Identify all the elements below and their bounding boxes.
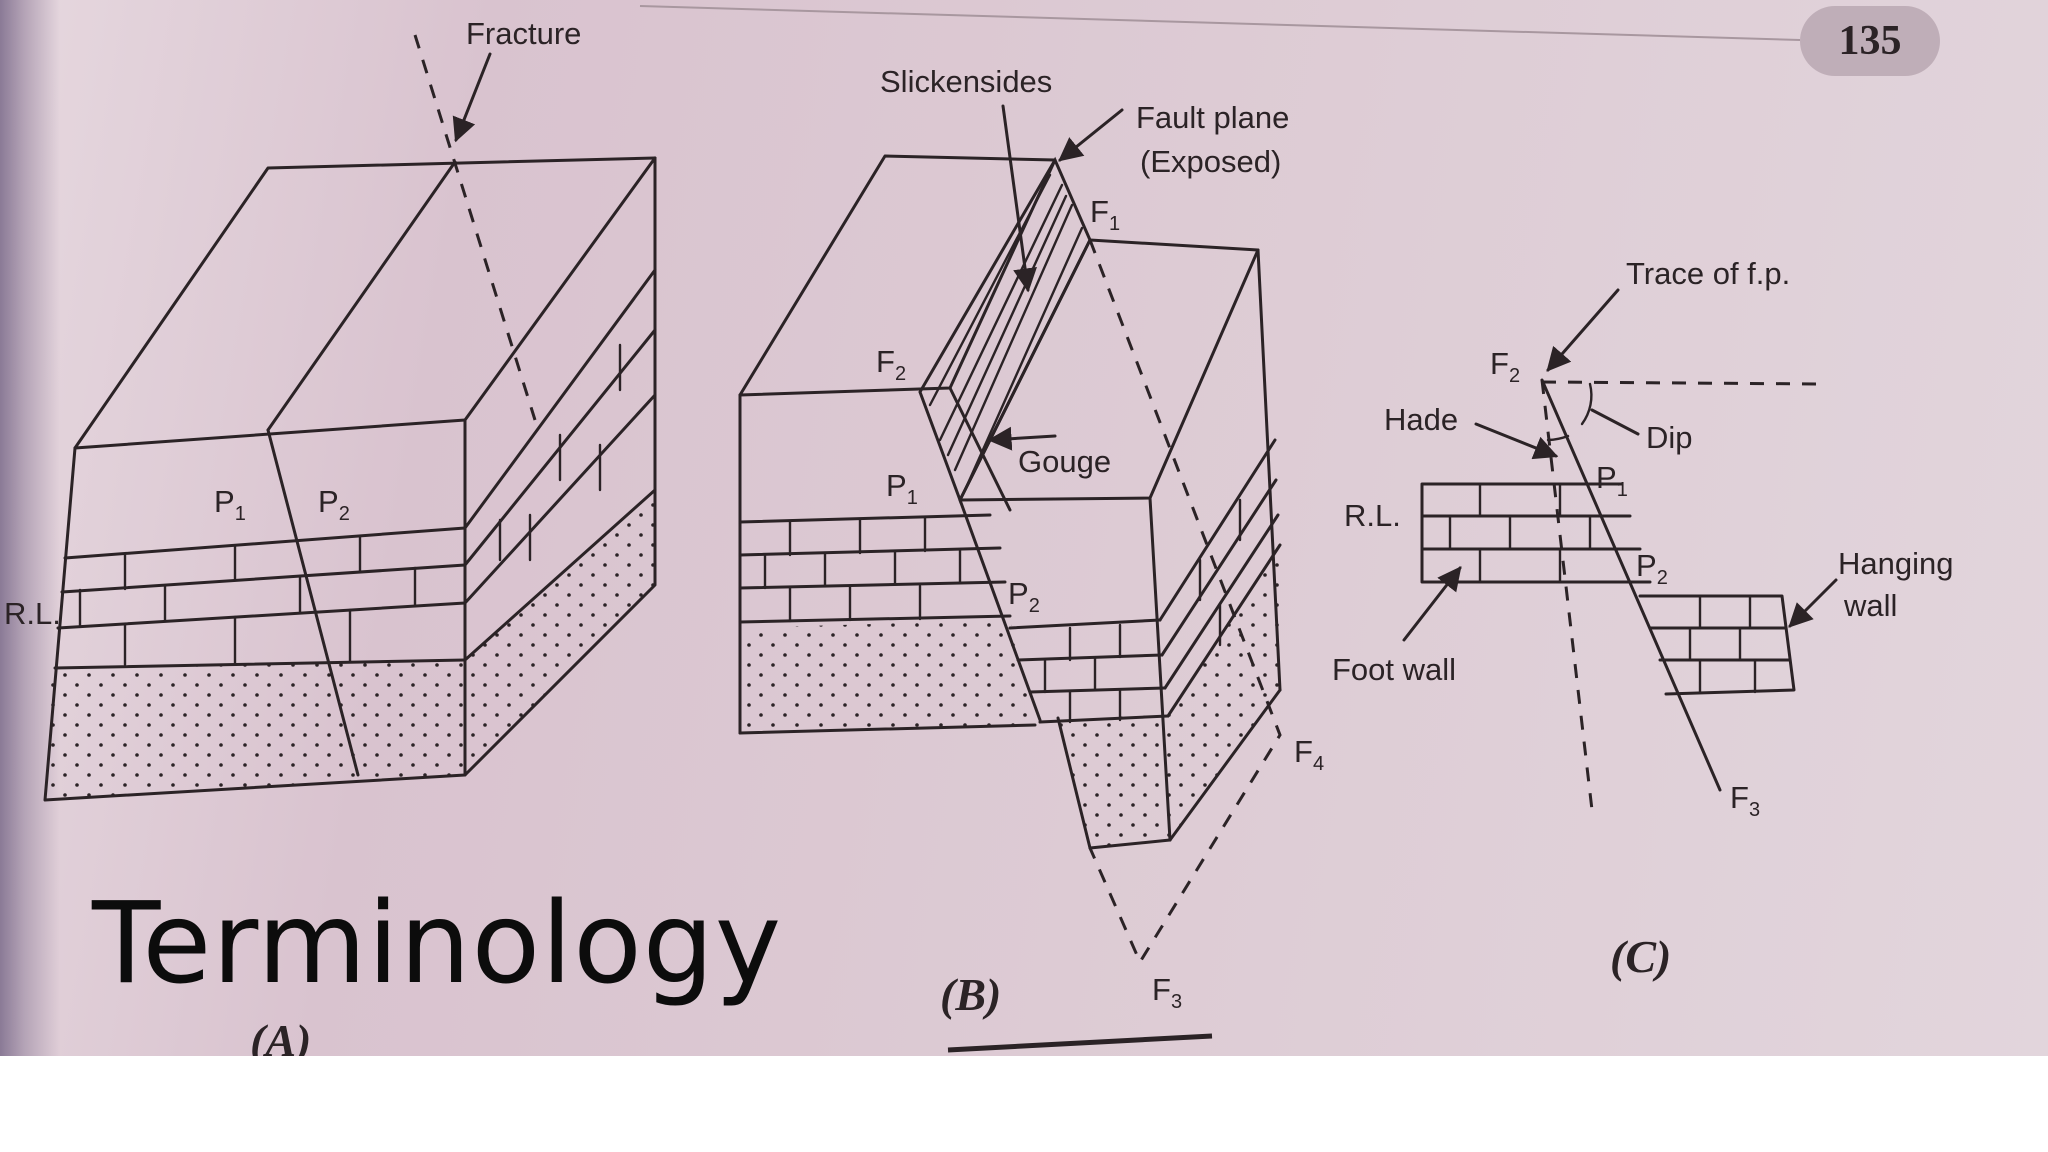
figure-a-p2: P2 [318, 484, 350, 525]
figure-c-p1: P1 [1596, 460, 1628, 501]
figure-b-f2: F2 [876, 344, 906, 385]
gouge-arrow [987, 426, 1057, 451]
trace-arrow [1546, 288, 1620, 372]
figure-b-underline [947, 1033, 1213, 1053]
horizontal-reference [1541, 380, 1823, 386]
fault-diagrams: 135 [4, 5, 1953, 1056]
figure-c-caption: (C) [1610, 931, 1671, 982]
figure-a-p1: P1 [214, 484, 246, 525]
foot-wall-arrow [1402, 566, 1462, 642]
slickenside-striations [928, 173, 1084, 492]
figure-b-block [738, 154, 1282, 966]
hanging-wall-label-2: wall [1843, 588, 1897, 623]
foot-wall-label: Foot wall [1332, 652, 1456, 687]
figure-a-block [43, 34, 657, 802]
slickensides-label: Slickensides [880, 64, 1052, 99]
dip-arc [1580, 382, 1593, 426]
figure-b-left-sandstone [740, 620, 1035, 733]
figure-c-p2: P2 [1636, 548, 1668, 589]
figure-c-labels: Trace of f.p. F2 Hade Dip P1 R.L. P2 Han… [1332, 256, 1953, 982]
dip-leader [1590, 408, 1640, 436]
figure-b-f1: F1 [1090, 194, 1120, 235]
fault-plane-arrow [1058, 108, 1124, 162]
fault-plane-line [1540, 378, 1722, 792]
fracture-label: Fracture [466, 16, 581, 51]
dip-label: Dip [1646, 420, 1693, 455]
vertical-reference [1540, 379, 1594, 811]
figure-c-f3: F3 [1730, 780, 1760, 821]
page-rule [639, 5, 1801, 41]
figure-a-sandstone-front [45, 660, 465, 800]
gouge-label: Gouge [1018, 444, 1111, 479]
trace-label: Trace of f.p. [1626, 256, 1790, 291]
figure-b-right-sandstone [1058, 715, 1170, 848]
slide-title: Terminology [92, 879, 783, 1009]
figure-b-f4: F4 [1294, 734, 1324, 775]
fault-plane-label-1: Fault plane [1136, 100, 1289, 135]
figure-b-right-sandstone-side [1170, 545, 1280, 840]
figure-b-caption: (B) [940, 969, 1001, 1020]
hade-arc [1546, 434, 1570, 442]
figure-b-p2: P2 [1008, 576, 1040, 617]
figure-b-labels: Slickensides Fault plane (Exposed) F1 F2… [876, 64, 1324, 1053]
hanging-wall-label-1: Hanging [1838, 546, 1953, 581]
figure-b-p1: P1 [886, 468, 918, 509]
figure-a-rl-fragment: R.L. [4, 596, 61, 631]
fault-plane-label-2: (Exposed) [1140, 144, 1281, 179]
figure-b-f3: F3 [1152, 972, 1182, 1013]
fracture-arrow [452, 52, 492, 143]
hade-arrow [1474, 422, 1559, 460]
slickensides-arrow [1001, 104, 1037, 293]
figure-a-caption: (A) [250, 1015, 311, 1056]
figure-c-block [1420, 378, 1823, 811]
textbook-photo: 135 [0, 0, 2048, 1056]
page-number: 135 [1839, 18, 1902, 64]
figure-c-f2: F2 [1490, 346, 1520, 387]
rl-label: R.L. [1344, 498, 1401, 533]
page-number-badge: 135 [1800, 6, 1940, 76]
hanging-wall-arrow [1788, 578, 1838, 628]
hade-label: Hade [1384, 402, 1458, 437]
figure-a-labels: Fracture P1 P2 R.L. (A) [4, 16, 581, 1056]
figure-a-sandstone-side [465, 490, 655, 775]
